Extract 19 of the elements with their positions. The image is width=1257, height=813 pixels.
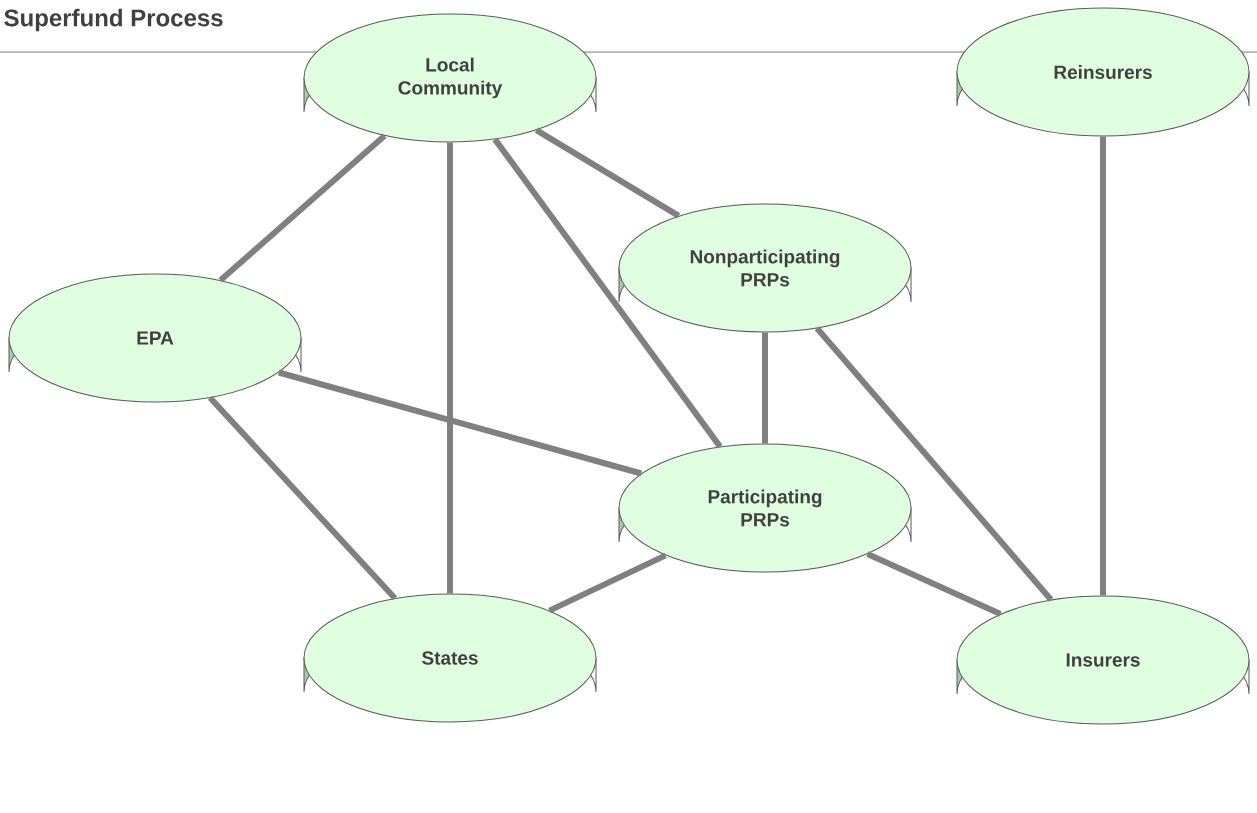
cylinder: Local Community [303, 13, 597, 143]
connector-line [866, 551, 1002, 617]
cylinder: Participating PRPs [618, 443, 912, 573]
cylinder: Insurers [956, 595, 1250, 725]
cylinder: States [303, 593, 597, 723]
connector-line [492, 137, 723, 449]
connector-line [278, 369, 643, 477]
connector-line [548, 552, 667, 614]
title: Superfund Process [4, 8, 223, 32]
connector-line [207, 395, 398, 601]
cylinder: EPA [8, 273, 302, 403]
connector-line [762, 332, 768, 444]
connector-line [1100, 136, 1106, 596]
connector-line [814, 326, 1054, 602]
cylinder: Reinsurers [956, 7, 1250, 137]
connector-line [534, 127, 681, 219]
cylinder: Nonparticipating PRPs [618, 203, 912, 333]
connector-line [447, 142, 453, 594]
connector-line [218, 133, 387, 283]
